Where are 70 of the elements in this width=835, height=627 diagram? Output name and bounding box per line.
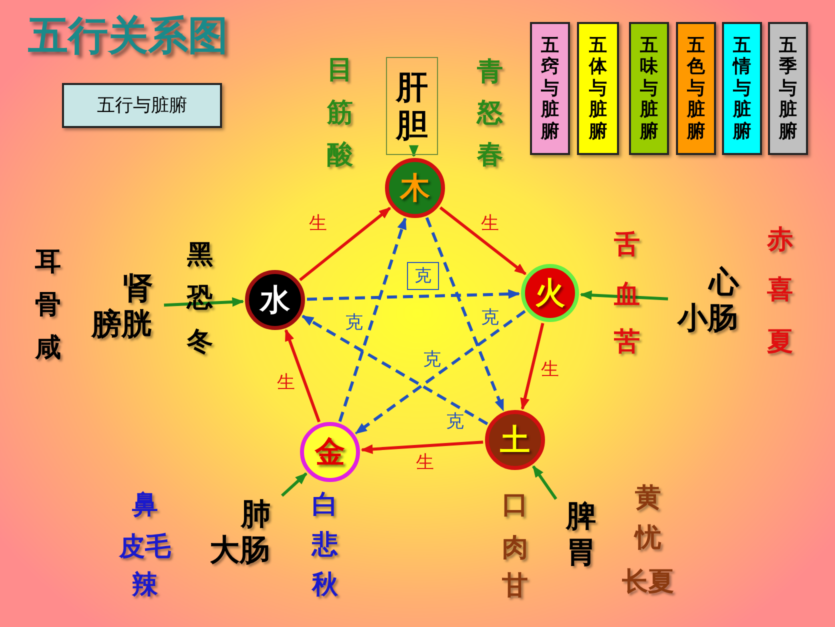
dashed-arrow — [302, 314, 488, 426]
dashed-arrow — [338, 217, 407, 422]
edge-label: 生 — [309, 215, 327, 233]
category-box: 五窍与脏腑 — [530, 22, 570, 155]
attribute-label: 舌 — [614, 232, 640, 258]
attribute-label: 秋 — [312, 572, 338, 598]
arrow — [360, 440, 484, 454]
arrow — [532, 465, 558, 500]
edge-label: 克 — [446, 413, 464, 431]
heading-box: 五行与脏腑 — [62, 83, 222, 128]
dashed-arrow — [354, 310, 526, 435]
attribute-label: 黄 — [635, 485, 661, 511]
arrow — [280, 472, 308, 497]
edge-label: 生 — [416, 454, 434, 472]
attribute-label: 肉 — [502, 535, 528, 561]
attribute-label: 目 — [327, 57, 353, 83]
category-box: 五色与脏腑 — [676, 22, 716, 155]
attribute-label: 冬 — [187, 329, 213, 355]
category-box: 五情与脏腑 — [722, 22, 762, 155]
edge-label: 克 — [481, 309, 499, 327]
category-box: 五体与脏腑 — [577, 22, 619, 155]
element-circle: 火 — [521, 264, 579, 322]
attribute-label: 黑 — [187, 242, 213, 268]
attribute-label: 鼻 — [132, 492, 158, 518]
attribute-label: 皮毛 — [119, 534, 171, 560]
attribute-label: 喜 — [767, 277, 793, 303]
arrow — [580, 290, 668, 300]
attribute-label: 夏 — [767, 329, 793, 355]
category-box: 五季与脏腑 — [768, 22, 808, 155]
organ-text: 心小肠 — [668, 262, 750, 340]
organ-text: 脾胃 — [556, 492, 606, 578]
attribute-label: 苦 — [614, 329, 640, 355]
edge-label: 生 — [277, 374, 295, 392]
attribute-label: 春 — [477, 142, 503, 168]
element-circle: 金 — [300, 422, 360, 482]
arrow — [439, 206, 526, 276]
edge-label: 生 — [541, 361, 559, 379]
attribute-label: 甘 — [502, 573, 528, 599]
edge-label: 生 — [481, 215, 499, 233]
edge-label: 克 — [423, 351, 441, 369]
category-box: 五味与脏腑 — [629, 22, 669, 155]
attribute-label: 怒 — [477, 100, 503, 126]
arrow — [284, 328, 320, 422]
organ-text: 肾膀胱 — [82, 262, 164, 352]
attribute-label: 忧 — [635, 525, 661, 551]
edge-label: 克 — [345, 314, 363, 332]
element-circle: 木 — [385, 158, 445, 218]
attribute-label: 辣 — [132, 572, 158, 598]
arrow — [520, 322, 544, 410]
organ-box: 肝胆 — [386, 57, 438, 155]
element-circle: 土 — [485, 410, 545, 470]
dashed-arrow — [425, 217, 505, 412]
arrow — [409, 145, 419, 158]
attribute-label: 赤 — [767, 227, 793, 253]
attribute-label: 骨 — [35, 292, 61, 318]
dashed-arrow — [306, 289, 520, 301]
attribute-label: 白 — [312, 492, 338, 518]
attribute-label: 悲 — [312, 532, 338, 558]
attribute-label: 酸 — [327, 142, 353, 168]
attribute-label: 青 — [477, 59, 503, 85]
attribute-label: 口 — [502, 492, 528, 518]
organ-text: 肺大肠 — [200, 490, 282, 576]
element-circle: 水 — [245, 270, 305, 330]
title: 五行关系图 — [28, 12, 228, 61]
attribute-label: 咸 — [35, 335, 61, 361]
relation-box: 克 — [407, 262, 439, 290]
arrow — [299, 206, 391, 282]
attribute-label: 耳 — [35, 249, 61, 275]
attribute-label: 筋 — [327, 100, 353, 126]
attribute-label: 长夏 — [622, 569, 674, 595]
